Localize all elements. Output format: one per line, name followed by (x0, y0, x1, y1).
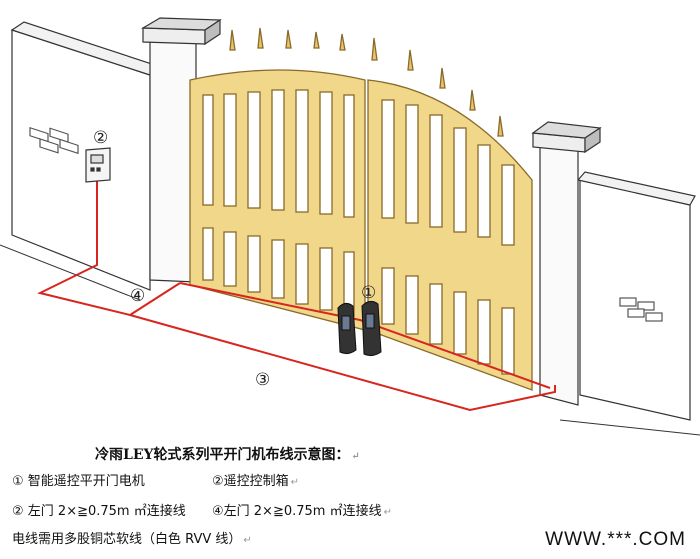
label-control-box: ② (93, 128, 108, 148)
caption-item-1: ① 智能遥控平开门电机 (12, 474, 145, 489)
ground-line-right (559, 419, 700, 436)
cable-along-gate (179, 282, 551, 389)
label-cable-box: ④ (130, 286, 145, 306)
caption-item-4: ④左门 2×≧0.75m ㎡连接线↵ (212, 504, 392, 519)
right-pillar (531, 121, 602, 406)
left-wall (10, 21, 160, 291)
label-motor: ① (361, 283, 376, 303)
caption-note: 电线需用多股铜芯软线（白色 RVV 线）↵ (12, 532, 252, 547)
gate-wiring-diagram: ① ② ③ ④ (0, 17, 700, 436)
caption-title: 冷雨LEY轮式系列平开门机布线示意图：↵ (95, 447, 360, 463)
cable-box-to-ground (37, 178, 181, 317)
caption-item-2: ②遥控控制箱↵ (212, 474, 300, 489)
left-gate-leaf (189, 27, 366, 331)
label-cable-gate: ③ (255, 370, 270, 390)
gate-motors (337, 300, 382, 357)
control-box (85, 147, 111, 183)
caption-item-3: ② 左门 2×≧0.75m ㎡连接线 (12, 504, 186, 519)
right-gate-leaf (367, 37, 533, 391)
wiring (37, 178, 556, 412)
watermark: WWW.***.COM (545, 529, 686, 550)
right-wall (576, 171, 696, 421)
ground-line (0, 244, 141, 301)
cable-to-right-gate (129, 314, 556, 412)
